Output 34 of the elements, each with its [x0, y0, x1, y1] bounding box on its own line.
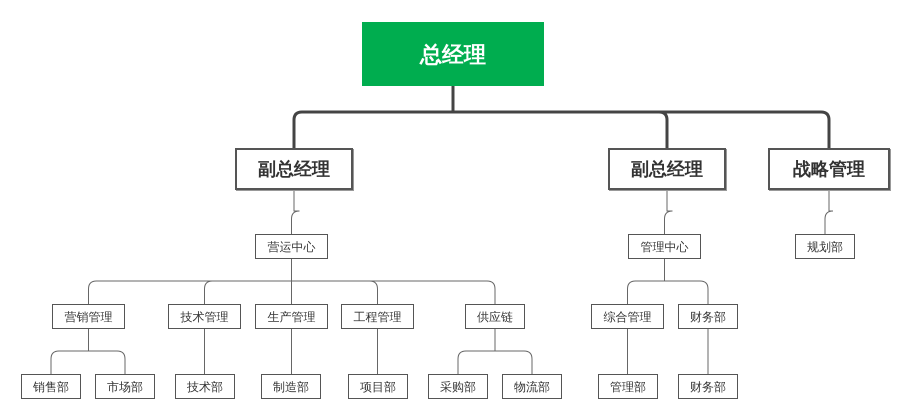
department-box: 工程管理 — [341, 304, 414, 329]
manager-box: 战略管理 — [768, 148, 890, 190]
department-box: 物流部 — [502, 374, 562, 399]
root-box: 总经理 — [362, 22, 544, 86]
department-box: 技术部 — [175, 374, 235, 399]
connector-line — [204, 328, 205, 374]
manager-box: 副总经理 — [235, 148, 353, 190]
connector-line — [291, 258, 496, 304]
department-box: 技术管理 — [168, 304, 241, 329]
connector-line — [291, 328, 292, 374]
connector-line — [824, 190, 834, 234]
manager-box: 副总经理 — [608, 148, 726, 190]
department-box: 营销管理 — [52, 304, 125, 329]
connector-line — [291, 190, 300, 234]
connector-line — [452, 86, 830, 148]
department-box: 制造部 — [261, 374, 321, 399]
department-box: 管理部 — [598, 374, 658, 399]
department-box: 市场部 — [95, 374, 155, 399]
department-box: 销售部 — [21, 374, 81, 399]
department-box: 财务部 — [678, 304, 738, 329]
department-box: 综合管理 — [591, 304, 664, 329]
department-box: 营运中心 — [255, 234, 328, 259]
connector-line — [627, 328, 628, 374]
department-box: 项目部 — [348, 374, 408, 399]
connector-line — [88, 328, 126, 374]
department-box: 采购部 — [428, 374, 488, 399]
department-box: 财务部 — [678, 374, 738, 399]
department-box: 规划部 — [795, 234, 855, 259]
department-box: 供应链 — [465, 304, 525, 329]
department-box: 管理中心 — [628, 234, 701, 259]
connector-line — [494, 328, 532, 374]
connector-line — [664, 190, 673, 234]
connector-line — [377, 328, 378, 374]
department-box: 生产管理 — [255, 304, 328, 329]
